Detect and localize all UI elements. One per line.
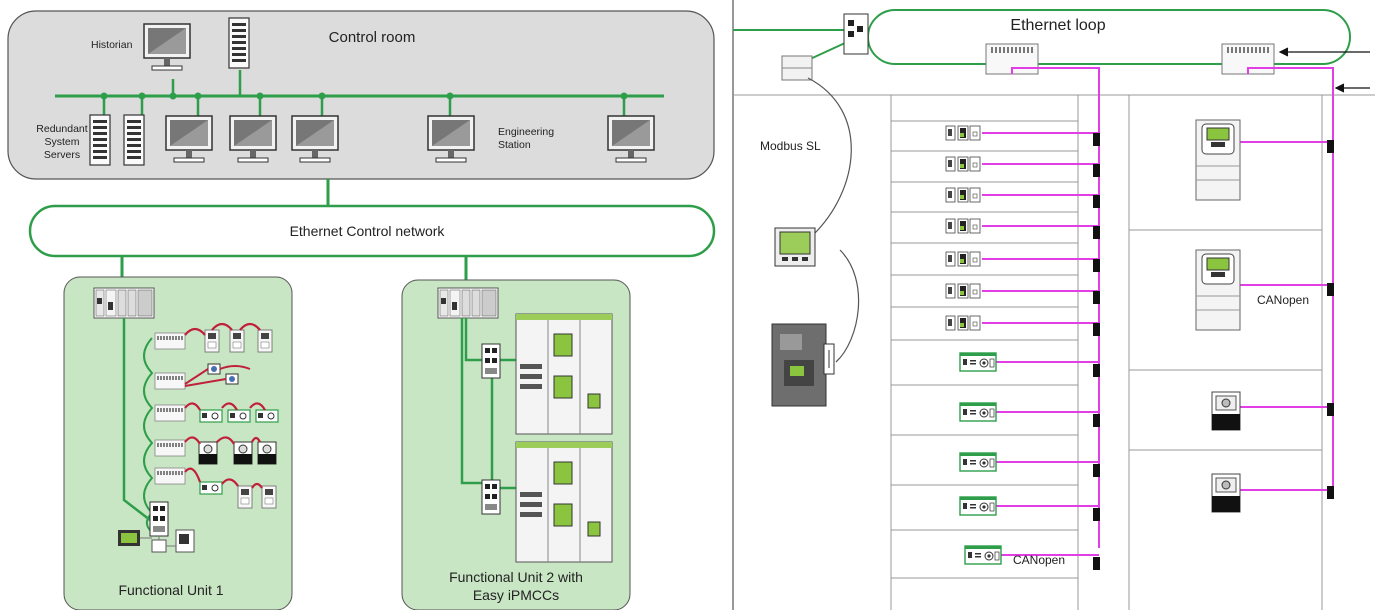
redundant-label-3: Servers: [44, 149, 80, 161]
canopen-connector: [1327, 403, 1334, 416]
control-room-title: Control room: [329, 29, 416, 46]
ipmcc-cabinet-icon: [515, 313, 613, 435]
fu2-switch-icon: [481, 343, 501, 379]
control-room-bus: [55, 70, 664, 116]
canopen-connector: [1093, 557, 1100, 570]
fu1-plc-icon: [93, 287, 155, 319]
fu1-devices: [118, 322, 279, 553]
canopen-connector: [1093, 133, 1100, 146]
motor-starters: [945, 125, 981, 331]
canopen-connector: [1093, 226, 1100, 239]
ipmcc-cabinet-icon: [515, 441, 613, 563]
server-icon: [89, 114, 111, 166]
modbus-line: [835, 249, 860, 363]
fu2-plc-icon: [437, 287, 499, 319]
motor-starter-icon: [945, 251, 981, 267]
canopen-connector: [1093, 195, 1100, 208]
server-icon: [123, 114, 145, 166]
modbus-line: [807, 77, 852, 237]
variable-speed-drive-icon: [1195, 119, 1241, 201]
soft-starter-icon: [1211, 391, 1241, 431]
canopen-connector: [1093, 464, 1100, 477]
canopen-connector: [1327, 486, 1334, 499]
canopen-connector: [1093, 259, 1100, 272]
ethernet-control-network-label: Ethernet Control network: [290, 223, 446, 239]
functional-unit-2-label-2: Easy iPMCCs: [473, 587, 559, 603]
functional-unit-1-label: Functional Unit 1: [118, 582, 223, 598]
motor-starter-icon: [945, 283, 981, 299]
cabinet-rows: [891, 120, 1322, 579]
canopen-connector: [1093, 323, 1100, 336]
io-module-icon: [959, 452, 997, 472]
redundant-label-2: System: [44, 136, 79, 148]
canopen-connector: [1327, 283, 1334, 296]
canopen-label-1: CANopen: [1013, 553, 1065, 567]
io-module-icon: [959, 352, 997, 372]
historian-label: Historian: [91, 39, 133, 51]
historian-server-icon: [228, 17, 250, 69]
redundant-label-1: Redundant: [36, 123, 87, 135]
loop-arrows: [1278, 47, 1370, 93]
engineering-label-1: Engineering: [498, 126, 554, 138]
modbus-label: Modbus SL: [760, 139, 821, 153]
engineering-label-2: Station: [498, 139, 531, 151]
canopen-connector: [1093, 414, 1100, 427]
soft-starter-icon: [1211, 473, 1241, 513]
canopen-connector: [1093, 164, 1100, 177]
ethernet-loop-label: Ethernet loop: [1010, 17, 1105, 34]
canopen-connector: [1093, 364, 1100, 377]
motor-starter-icon: [945, 187, 981, 203]
circuit-breaker-icon: [771, 323, 835, 407]
canopen-label-2: CANopen: [1257, 293, 1309, 307]
fu1-trunk: [122, 318, 151, 521]
loop-switch-icon: [843, 13, 869, 55]
variable-speed-drive-icon: [1195, 249, 1241, 331]
motor-starter-icon: [945, 218, 981, 234]
fu2-links: [460, 318, 516, 490]
drives: [1195, 119, 1241, 513]
power-meter-icon: [774, 227, 816, 267]
motor-starter-icon: [945, 315, 981, 331]
canopen-bus-2: [1240, 67, 1334, 499]
loop-uplinks: [733, 29, 846, 61]
io-module-icon: [959, 402, 997, 422]
canopen-connector: [1327, 140, 1334, 153]
functional-unit-2-label-1: Functional Unit 2 with: [449, 569, 583, 585]
ethernet-loop: [867, 9, 1351, 65]
motor-starter-icon: [945, 156, 981, 172]
ethernet-control-network: [28, 204, 716, 258]
fu2-switch-icon: [481, 479, 501, 515]
io-module-icon: [964, 545, 1002, 565]
motor-starter-icon: [945, 125, 981, 141]
canopen-connector: [1093, 508, 1100, 521]
io-module-icon: [959, 496, 997, 516]
canopen-bus-1: [982, 67, 1100, 570]
canopen-connector: [1093, 291, 1100, 304]
